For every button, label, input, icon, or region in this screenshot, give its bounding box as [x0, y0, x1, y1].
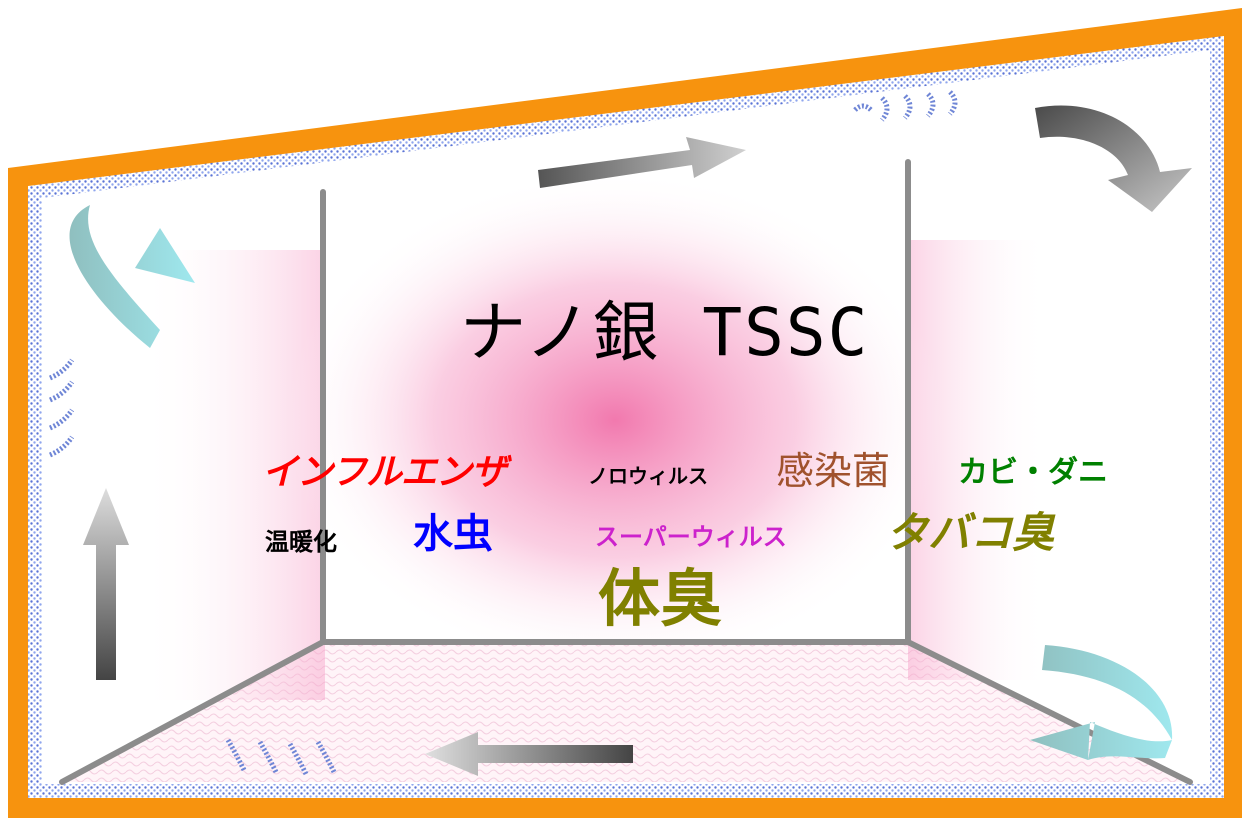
label-taishu: 体臭	[598, 562, 723, 635]
circulation-arrow-left-icon	[69, 205, 195, 348]
curved-flow-arrow-icon	[1035, 105, 1192, 212]
label-tabako: タバコ臭	[886, 508, 1055, 557]
flow-arrow-left-icon	[425, 732, 633, 776]
circulation-arrow-right-icon	[1030, 645, 1173, 760]
label-mizumushi: 水虫	[413, 511, 493, 557]
flow-arrow-right-icon	[538, 137, 746, 188]
air-wave-icon-top	[853, 90, 958, 122]
label-super-virus: スーパーウィルス	[595, 523, 787, 551]
flow-arrow-up-icon	[83, 488, 129, 680]
label-ondanka: 温暖化	[265, 528, 337, 556]
glow-center	[285, 170, 945, 670]
air-wave-icon-bottom	[225, 738, 337, 776]
label-kabi-dani: カビ・ダニ	[958, 455, 1108, 490]
room-wireframe	[59, 159, 1193, 785]
label-norovirus: ノロウィルス	[588, 464, 708, 488]
diagram-title: ナノ銀 TSSC	[460, 294, 870, 371]
label-influenza: インフルエンザ	[262, 452, 507, 493]
label-kansenkin: 感染菌	[776, 449, 891, 493]
